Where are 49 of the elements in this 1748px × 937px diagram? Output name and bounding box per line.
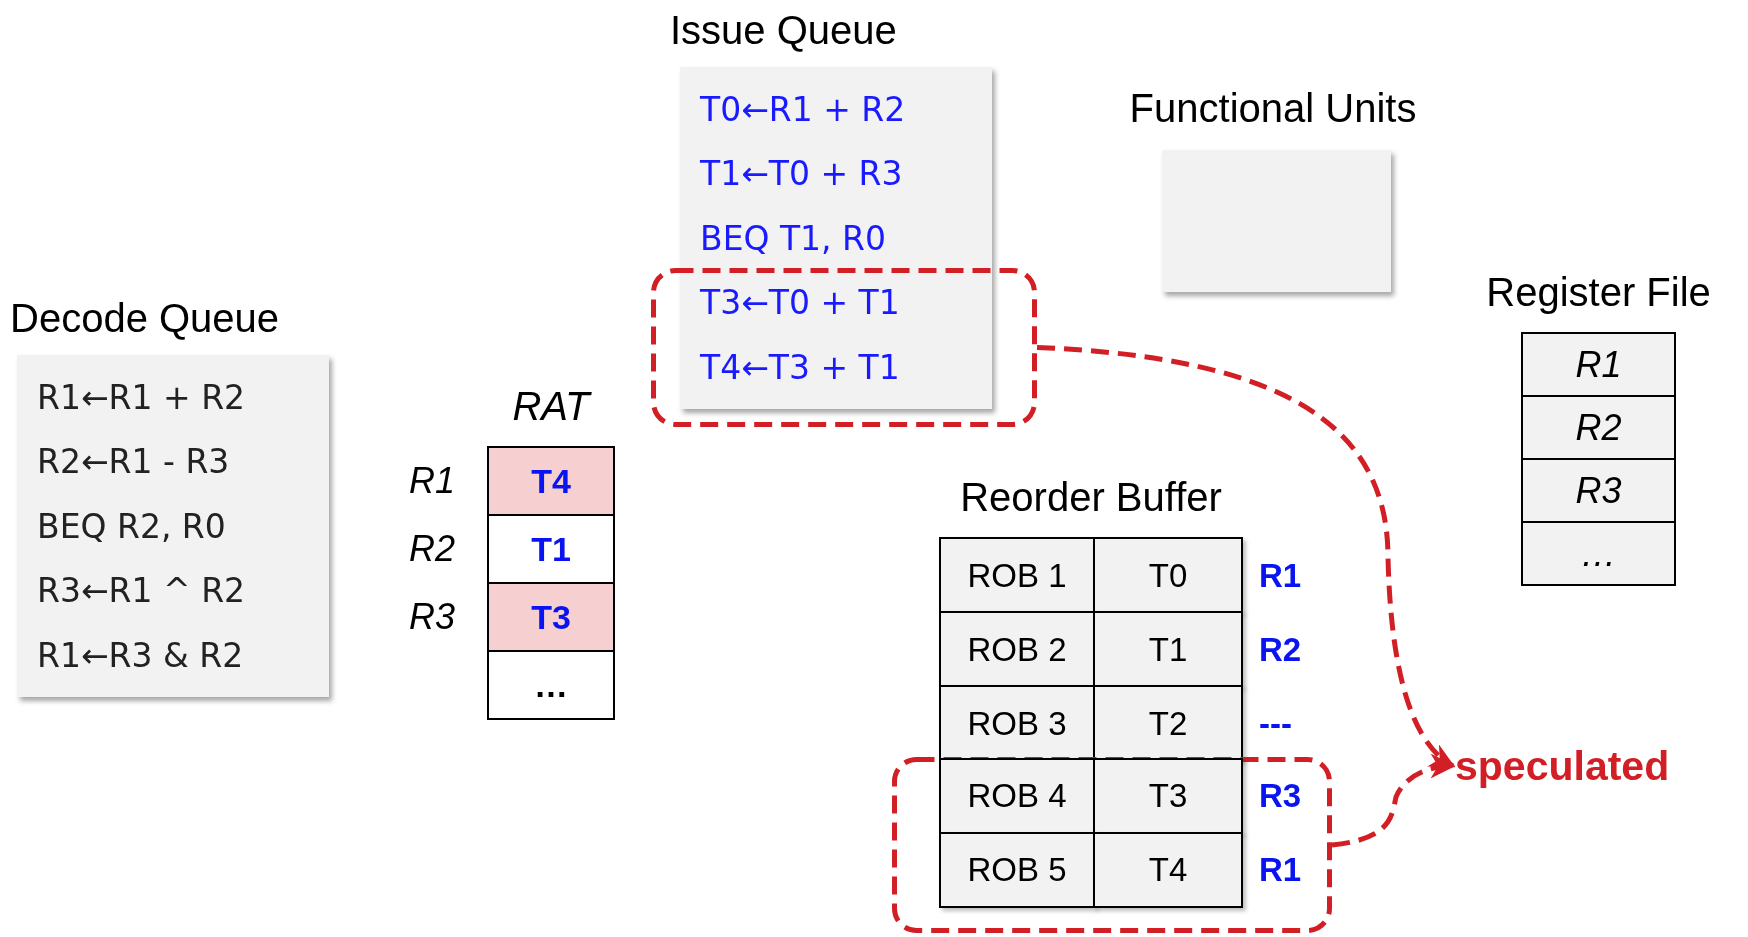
register-text: R3 [1575,472,1622,509]
tag-text: T1 [531,532,571,566]
register-text: R1 [1575,346,1622,383]
instruction-text: R1←R3 & R2 [37,638,244,672]
instruction-text: BEQ R2, R0 [37,509,226,543]
cell-text: ROB 5 [967,853,1067,886]
cell-text: ROB 3 [967,706,1067,740]
tag-text: … [534,668,568,702]
panel-heading: Issue Queue [670,7,897,54]
cell-text: ROB 2 [967,632,1067,666]
dashed-arrow [1036,345,1456,769]
register-cell [1521,521,1676,586]
register-label: R3 [1259,779,1302,812]
register-cell [1521,395,1676,460]
cell-text: ROB 1 [967,558,1067,592]
register-label: R1 [409,463,456,499]
register-label: R1 [1259,558,1302,592]
instruction-text: T1←T0 + R3 [700,157,903,191]
table-heading: RAT [512,383,590,430]
callout-text: speculated [1455,743,1670,789]
register-cell [1521,458,1676,523]
instruction-text: T0←R1 + R2 [700,92,906,126]
cell-text: T0 [1148,558,1188,592]
instruction-text: R2←R1 - R3 [37,445,230,479]
register-text: R2 [1575,409,1622,446]
panel-heading: Decode Queue [10,295,280,342]
instruction-text: R3←R1 ^ R2 [37,574,246,608]
register-label: --- [1259,706,1292,740]
register-label: R2 [1259,632,1302,666]
register-cell [1521,332,1676,397]
register-text: … [1580,535,1617,572]
cell-text: ROB 4 [967,779,1067,812]
dashed-arrow [1331,754,1456,848]
register-label: R1 [1259,853,1302,886]
cell-text: T3 [1148,779,1188,812]
tag-text: T3 [531,600,571,634]
register-label: R2 [409,531,456,567]
instruction-text: R1←R1 + R2 [37,380,246,414]
register-label: R3 [409,599,456,635]
tag-text: T4 [531,464,571,498]
cell-text: T2 [1148,706,1188,740]
cell-text: T1 [1148,632,1188,666]
cell-text: T4 [1148,853,1188,886]
table-heading: Reorder Buffer [960,474,1222,521]
instruction-text: BEQ T1, R0 [700,221,886,255]
table-heading: Register File [1486,269,1711,316]
instruction-text: T4←T3 + T1 [700,350,900,384]
panel-heading: Functional Units [1129,85,1417,132]
instruction-text: T3←T0 + T1 [700,286,900,320]
